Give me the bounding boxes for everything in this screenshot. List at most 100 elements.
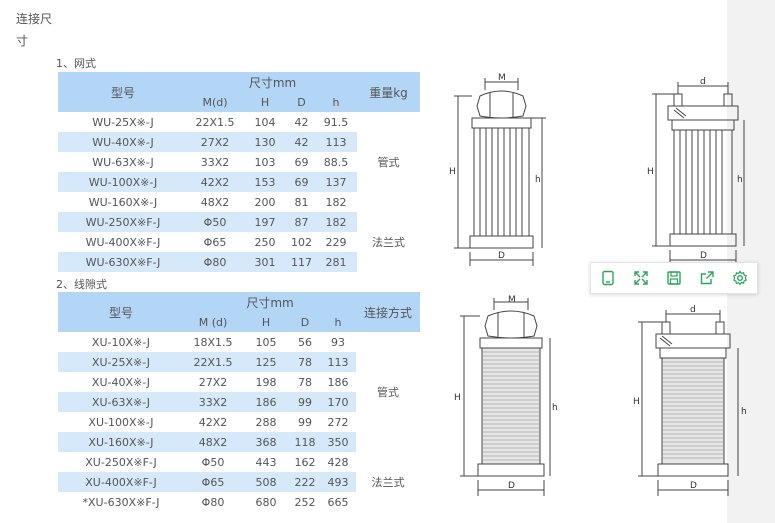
cell: 48X2 [184, 432, 242, 452]
wire-spec-table: 型号 尺寸mm 连接方式 M (d) H D h XU-10X※-J 18X1.… [58, 292, 421, 512]
cell-model: XU-400X※F-J [58, 472, 184, 492]
cell: 197 [242, 212, 288, 232]
cell-model: WU-25X※-J [58, 112, 188, 132]
table-row: XU-25X※-J 22X1.5 125 78 113 [58, 352, 420, 372]
label-d: d [690, 305, 696, 315]
cell: 22X1.5 [184, 352, 242, 372]
cell-model: WU-160X※-J [58, 192, 188, 212]
expand-icon[interactable] [630, 267, 652, 289]
header-model: 型号 [58, 292, 184, 332]
cell: 102 [288, 232, 315, 252]
group-flange: 法兰式 [357, 212, 421, 272]
cell: 186 [242, 392, 290, 412]
table-row: XU-400X※F-J Φ65 508 222 493 [58, 472, 420, 492]
table-row: WU-250X※F-J Φ50 197 87 182 法兰式 [58, 212, 421, 272]
table-row: XU-100X※-J 42X2 288 99 272 [58, 412, 420, 432]
table-row: WU-63X※-J 33X2 103 69 88.5 [58, 152, 420, 172]
cell: 252 [290, 492, 320, 512]
table-row: WU-400X※F-J Φ65 250 102 229 [58, 232, 420, 252]
header-col: M (d) [184, 312, 242, 332]
cell: 229 [315, 232, 358, 252]
cell: 18X1.5 [184, 332, 242, 352]
cell: 182 [315, 192, 358, 212]
label-H: H [647, 167, 654, 177]
cell: 508 [242, 472, 290, 492]
cell: 48X2 [188, 192, 242, 212]
mesh-pipe-filter-drawing: M H h D [449, 73, 546, 266]
label-h: h [552, 403, 558, 413]
save-icon[interactable] [663, 267, 685, 289]
table-row: WU-160X※-J 48X2 200 81 182 [58, 192, 420, 212]
cell-model: XU-250X※F-J [58, 452, 184, 472]
cell: 118 [290, 432, 320, 452]
cell: 170 [320, 392, 357, 412]
cell-model: WU-40X※-J [58, 132, 188, 152]
cell: 104 [242, 112, 288, 132]
cell: 182 [315, 212, 358, 232]
section2-title: 2、线隙式 [56, 278, 107, 291]
cell: 153 [242, 172, 288, 192]
cell: Φ80 [188, 252, 242, 272]
cell: 281 [315, 252, 358, 272]
header-model: 型号 [58, 72, 188, 112]
mesh-flange-filter-drawing: d H h D [647, 77, 745, 266]
cell: 99 [290, 392, 320, 412]
header-col: H [242, 92, 288, 112]
header-col: D [290, 312, 320, 332]
section1-title: 1、网式 [56, 57, 96, 70]
wire-flange-filter-drawing: d H h D [633, 305, 747, 496]
table-row: XU-40X※-J 27X2 198 78 186 [58, 372, 420, 392]
cell-model: XU-40X※-J [58, 372, 184, 392]
cell: 91.5 [315, 112, 358, 132]
cell: 680 [242, 492, 290, 512]
image-toolbar [590, 262, 758, 294]
table-row: WU-40X※-J 27X2 130 42 113 [58, 132, 420, 152]
share-icon[interactable] [696, 267, 718, 289]
cell: 428 [320, 452, 357, 472]
cell: 368 [242, 432, 290, 452]
cell: 222 [290, 472, 320, 492]
cell: 69 [288, 152, 315, 172]
cell: 186 [320, 372, 357, 392]
table-row: WU-100X※-J 42X2 153 69 137 [58, 172, 420, 192]
group-pipe: 管式 [357, 112, 421, 212]
cell: Φ65 [184, 472, 242, 492]
mesh-spec-table: 型号 尺寸mm 重量kg M(d) H D h WU-25X※-J 22X1.5… [58, 72, 421, 272]
cell: 88.5 [315, 152, 358, 172]
group-pipe: 管式 [356, 332, 421, 452]
cell: 42X2 [184, 412, 242, 432]
cell: 137 [315, 172, 358, 192]
cell: Φ80 [184, 492, 242, 512]
cell: 443 [242, 452, 290, 472]
header-connection: 连接方式 [356, 292, 421, 332]
cell: 42X2 [188, 172, 242, 192]
header-col: h [320, 312, 357, 332]
cell: 113 [315, 132, 358, 152]
label-D: D [498, 251, 505, 261]
header-weight: 重量kg [357, 72, 421, 112]
table-row: WU-630X※F-J Φ80 301 117 281 [58, 252, 420, 272]
cell: 493 [320, 472, 357, 492]
cell-model: WU-630X※F-J [58, 252, 188, 272]
header-col: H [242, 312, 290, 332]
cell-model: XU-160X※-J [58, 432, 184, 452]
cell: 33X2 [184, 392, 242, 412]
label-h: h [535, 175, 541, 185]
cell: 272 [320, 412, 357, 432]
cell: Φ50 [188, 212, 242, 232]
label-h: h [741, 407, 747, 417]
cell-model: *XU-630X※F-J [58, 492, 184, 512]
cell: 78 [290, 372, 320, 392]
cell: 288 [242, 412, 290, 432]
cell-model: WU-100X※-J [58, 172, 188, 192]
settings-icon[interactable] [729, 267, 751, 289]
cell: 130 [242, 132, 288, 152]
page-heading: 连接尺寸 [16, 12, 53, 48]
cell: 198 [242, 372, 290, 392]
header-col: D [288, 92, 315, 112]
table-row: XU-160X※-J 48X2 368 118 350 [58, 432, 420, 452]
tablet-icon[interactable] [597, 267, 619, 289]
cell: 117 [288, 252, 315, 272]
label-h: h [737, 175, 743, 185]
cell: 99 [290, 412, 320, 432]
